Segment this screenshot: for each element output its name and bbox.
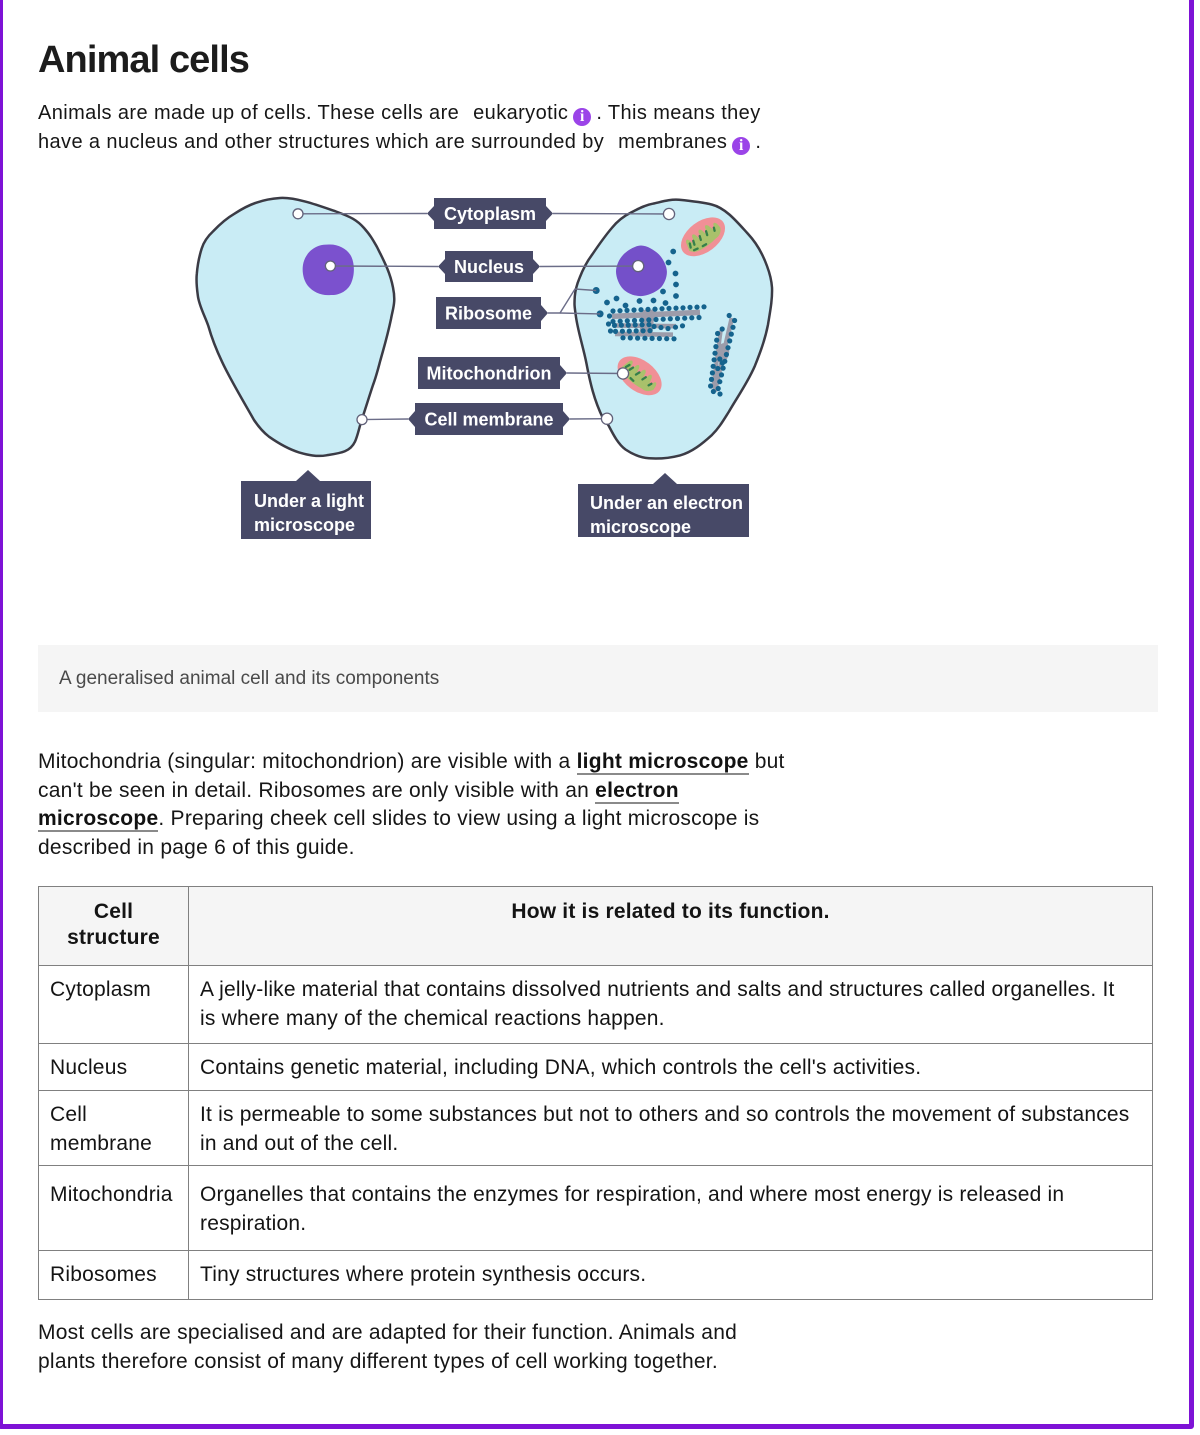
svg-text:Ribosome: Ribosome [445, 304, 532, 324]
svg-text:Under a light: Under a light [254, 491, 364, 511]
svg-text:microscope: microscope [590, 517, 691, 537]
svg-text:Under an electron: Under an electron [590, 493, 743, 513]
svg-text:microscope: microscope [254, 515, 355, 535]
svg-text:Mitochondrion: Mitochondrion [427, 364, 552, 384]
svg-text:Nucleus: Nucleus [454, 257, 524, 277]
svg-text:Cell membrane: Cell membrane [424, 410, 553, 430]
svg-text:Cytoplasm: Cytoplasm [444, 204, 536, 224]
